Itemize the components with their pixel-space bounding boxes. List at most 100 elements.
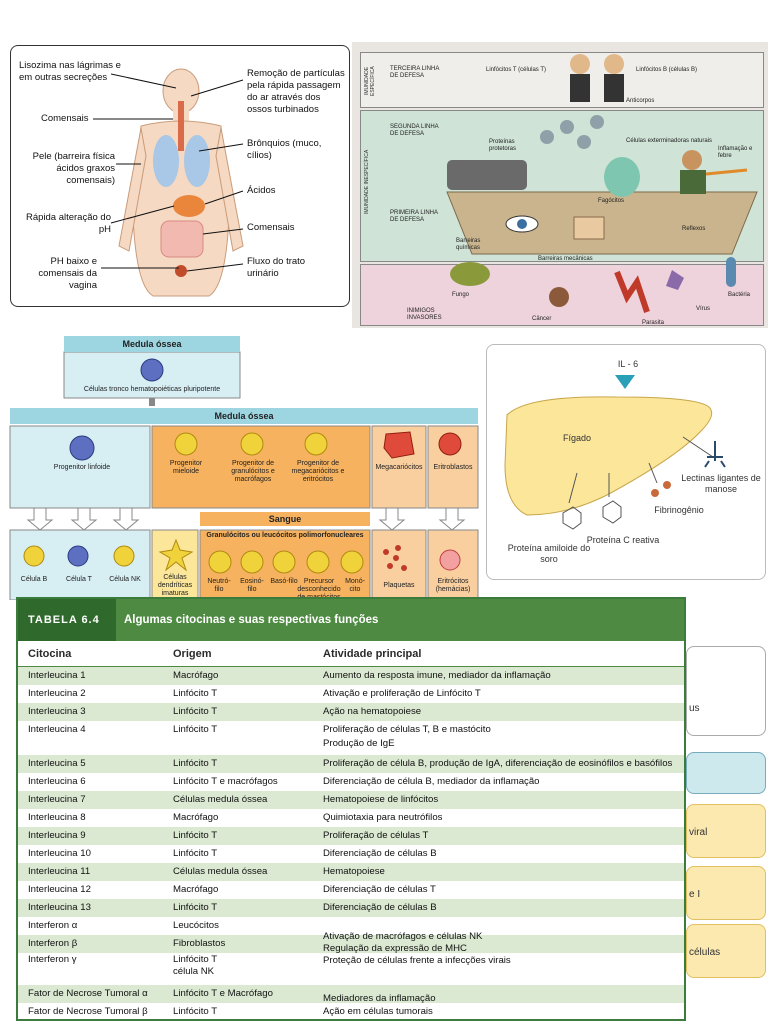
neutrophil-label: Neutró-filo xyxy=(207,578,231,593)
side-card-4-text: células xyxy=(689,947,721,958)
cell-activity: Ação na hematopoiese xyxy=(323,706,422,717)
cell-origin: Células medula óssea xyxy=(173,794,268,805)
table-row: Interleucina 10 Linfócito T Diferenciação … xyxy=(18,845,684,863)
blood-header: Sangue xyxy=(200,512,370,526)
granulocytes-label: Granulócitos ou leucócitos polimorfonucl… xyxy=(206,532,364,539)
erythroblasts-label: Eritroblastos xyxy=(433,464,473,471)
cell-activity: Proliferação de células T, B e mastócito xyxy=(323,724,491,735)
mega-ery-progenitor-label: Progenitor de megacariócitos e eritrócit… xyxy=(291,460,345,483)
cell-cytokine: Interleucina 10 xyxy=(28,848,91,859)
label-vagina: PH baixo e comensais da vagina xyxy=(38,256,97,291)
label-acids: Ácidos xyxy=(247,185,276,196)
reflexes-label: Reflexos xyxy=(682,226,706,232)
granulo-macro-progenitor-label: Progenitor de granulócitos e macrófagos xyxy=(231,460,275,483)
cell-origin-line2: célula NK xyxy=(173,966,215,977)
third-line-band xyxy=(360,52,764,108)
defense-illustration xyxy=(446,54,758,313)
human-body-figure xyxy=(93,68,244,297)
third-line-label: TERCEIRA LINHA DE DEFESA xyxy=(390,66,440,79)
label-lysozyme: Lisozima nas lágrimas e em outras secreç… xyxy=(19,60,121,83)
b-cell-label: Célula B xyxy=(20,576,48,583)
cytokine-table: TABELA 6.4 Algumas citocinas e suas resp… xyxy=(16,597,686,1021)
table-tag: TABELA 6.4 xyxy=(18,599,116,641)
table-header-row: Citocina Origem Atividade principal xyxy=(18,641,684,667)
liver-diagram xyxy=(504,375,726,530)
cell-cytokine: Interleucina 13 xyxy=(28,902,91,913)
label-urinary: Fluxo do trato urinário xyxy=(247,256,306,279)
side-card-1: us xyxy=(686,646,766,736)
cell-origin: Macrófago xyxy=(173,812,219,823)
label-particles: Remoção de partículas pela rápida passag… xyxy=(247,68,345,115)
cell-cytokine: Interleucina 12 xyxy=(28,884,91,895)
crp-label: Proteína C reativa xyxy=(586,535,660,545)
cancer-label: Câncer xyxy=(532,316,552,322)
proteins-label: Proteínas protetoras xyxy=(489,139,517,152)
table-row: Interleucina 3 Linfócito T Ação na hematop… xyxy=(18,703,684,721)
specific-immunity-label: IMUNIDADE ESPECÍFICA xyxy=(364,66,376,96)
cell-cytokine: Interleucina 11 xyxy=(28,866,91,877)
t-cell-label: Célula T xyxy=(66,576,92,583)
label-commensals-right: Comensais xyxy=(247,222,295,233)
cell-activity-line2: Produção de IgE xyxy=(323,738,395,749)
side-card-3-text: e I xyxy=(689,889,701,900)
cell-cytokine: Interleucina 4 xyxy=(28,724,86,735)
fungus-label: Fungo xyxy=(452,292,470,298)
row-band xyxy=(18,917,684,935)
cell-cytokine: Interleucina 3 xyxy=(28,706,86,717)
mid-marrow-header: Medula óssea xyxy=(10,408,478,424)
eosinophil-label: Eosinó-filo xyxy=(240,578,264,593)
cell-origin: Linfócito T xyxy=(173,758,218,769)
cell-origin: Células medula óssea xyxy=(173,866,268,877)
cell-cytokine: Interleucina 2 xyxy=(28,688,86,699)
lectins-label: Lectinas ligantes de manose xyxy=(681,473,761,494)
amyloid-label: Proteína amiloide do soro xyxy=(507,543,591,564)
cell-origin: Linfócito T xyxy=(173,688,218,699)
hematopoiesis-panel: Medula óssea Células tronco hematopoiéti… xyxy=(0,330,486,601)
cell-activity: Diferenciação de células T xyxy=(323,884,436,895)
erythrocytes-label: Eritrócitos (hemácias) xyxy=(435,578,471,593)
first-line-label: PRIMEIRA LINHA DE DEFESA xyxy=(390,210,438,223)
cell-cytokine: Interferon β xyxy=(28,938,78,949)
side-card-2-text: viral xyxy=(689,827,708,838)
defense-lines-panel: IMUNIDADE ESPECÍFICA IMUNIDADE INESPECÍF… xyxy=(352,42,768,328)
cell-activity: Ação em células tumorais xyxy=(323,1006,433,1017)
parasite-label: Parasita xyxy=(642,320,665,326)
cell-activity: Hematopoiese xyxy=(323,866,385,877)
side-card-2: viral xyxy=(686,804,766,858)
invaders-label: INIMIGOS INVASORES xyxy=(407,308,442,321)
basophil-label: Basó-filo xyxy=(270,578,298,585)
cell-cytokine: Interferon α xyxy=(28,920,78,931)
side-card-4: células xyxy=(686,924,766,978)
cell-cytokine: Fator de Necrose Tumoral α xyxy=(28,988,148,999)
antibodies-label: Anticorpos xyxy=(626,98,655,104)
bacteria-label: Bactéria xyxy=(728,292,751,298)
inflammation-label: Inflamação e febre xyxy=(718,146,753,159)
chemical-barriers-label: Barreiras químicas xyxy=(456,238,481,251)
cell-origin: Linfócito T xyxy=(173,706,218,717)
cell-activity: Ativação de macrófagos e células NK xyxy=(323,931,483,942)
cell-activity: Diferenciação de células B xyxy=(323,848,437,859)
side-card-blue xyxy=(686,752,766,794)
virus-label: Vírus xyxy=(696,306,711,312)
cell-cytokine: Interleucina 8 xyxy=(28,812,86,823)
cell-origin: Linfócito T e Macrófago xyxy=(173,988,273,999)
table-row-tnf: Fator de Necrose Tumoral α Linfócito T e … xyxy=(18,985,684,1021)
cell-origin: Linfócito T e macrófagos xyxy=(173,776,278,787)
cell-origin: Linfócito T xyxy=(173,954,218,965)
cell-origin: Linfócito T xyxy=(173,1006,218,1017)
nk-cell-label: Célula NK xyxy=(109,576,141,583)
cell-origin: Linfócito T xyxy=(173,848,218,859)
nonspecific-immunity-label: IMUNIDADE INESPECÍFICA xyxy=(364,149,370,215)
table-title-bar: TABELA 6.4 Algumas citocinas e suas resp… xyxy=(18,599,684,641)
liver-label: Fígado xyxy=(562,433,592,443)
nk-label: Células exterminadoras naturais xyxy=(626,138,713,144)
platelets-label: Plaquetas xyxy=(383,582,415,589)
cell-origin: Linfócito T xyxy=(173,902,218,913)
cell-cytokine: Fator de Necrose Tumoral β xyxy=(28,1006,148,1017)
header-activity: Atividade principal xyxy=(323,647,422,660)
